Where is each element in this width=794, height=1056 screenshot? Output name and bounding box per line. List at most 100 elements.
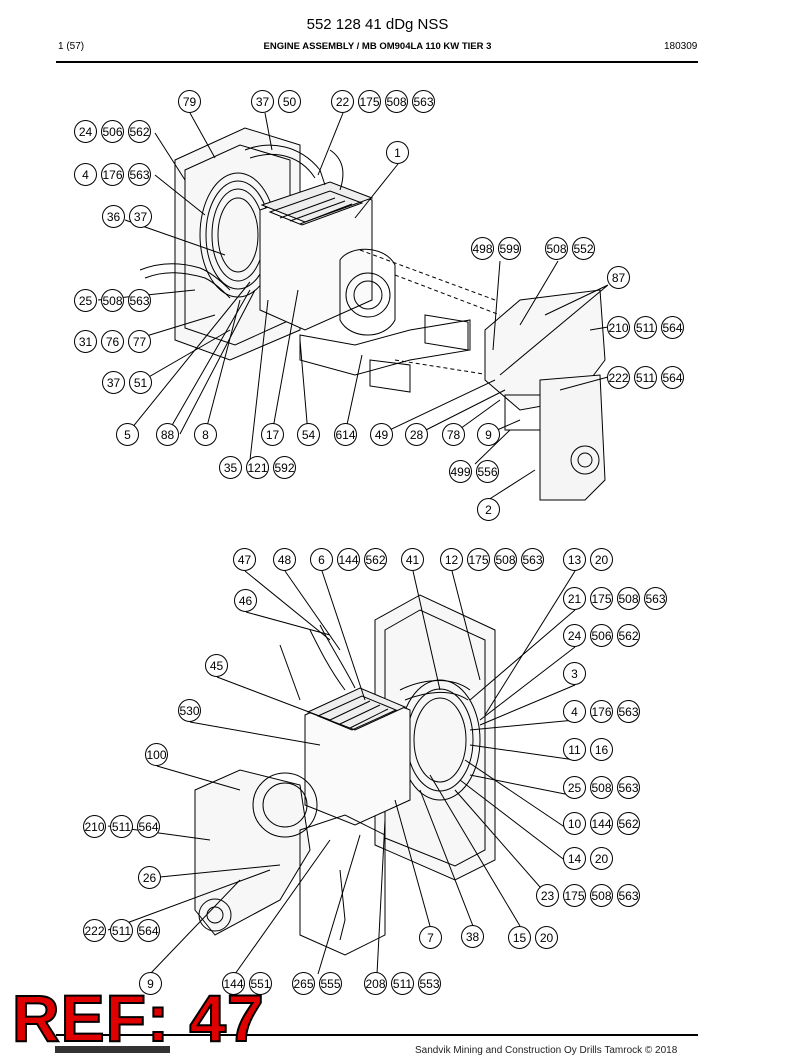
callout: 614 <box>334 423 357 446</box>
callout: 4 <box>563 700 586 723</box>
callout: 508 <box>617 587 640 610</box>
document-date: 180309 <box>664 41 698 52</box>
callout: 144 <box>222 972 245 995</box>
callout: 563 <box>521 548 544 571</box>
reference-stamp: REF: 47 <box>11 981 265 1055</box>
callout: 37 <box>129 205 152 228</box>
copyright-footer: Sandvik Mining and Construction Oy Drill… <box>415 1045 678 1056</box>
callout: 5 <box>116 423 139 446</box>
callout: 563 <box>617 776 640 799</box>
document-number: 552 128 41 dDg NSS <box>306 16 449 33</box>
callout: 26 <box>138 866 161 889</box>
callout: 208 <box>364 972 387 995</box>
callout: 17 <box>261 423 284 446</box>
callout: 100 <box>145 743 168 766</box>
header-rule <box>56 61 698 63</box>
callout: 564 <box>661 366 684 389</box>
callout: 20 <box>590 847 613 870</box>
callout: 28 <box>405 423 428 446</box>
callout: 23 <box>536 884 559 907</box>
callout: 11 <box>563 738 586 761</box>
callout: 563 <box>412 90 435 113</box>
callout: 599 <box>498 237 521 260</box>
callout: 22 <box>331 90 354 113</box>
callout: 51 <box>129 371 152 394</box>
callout: 563 <box>128 163 151 186</box>
callout: 2 <box>477 498 500 521</box>
callout: 530 <box>178 699 201 722</box>
callout: 36 <box>102 205 125 228</box>
callout: 24 <box>74 120 97 143</box>
callout: 555 <box>319 972 342 995</box>
callout: 556 <box>476 460 499 483</box>
callout: 77 <box>128 330 151 353</box>
callout: 562 <box>617 624 640 647</box>
callout: 45 <box>205 654 228 677</box>
callout: 562 <box>617 812 640 835</box>
callout: 13 <box>563 548 586 571</box>
callout: 144 <box>590 812 613 835</box>
callout: 35 <box>219 456 242 479</box>
callout: 15 <box>508 926 531 949</box>
callout: 76 <box>101 330 124 353</box>
callout: 175 <box>563 884 586 907</box>
callout: 4 <box>74 163 97 186</box>
callout: 47 <box>233 548 256 571</box>
callout: 210 <box>607 316 630 339</box>
callout: 175 <box>590 587 613 610</box>
callout: 9 <box>477 423 500 446</box>
callout: 508 <box>101 289 124 312</box>
callout: 16 <box>590 738 613 761</box>
brand-logo <box>55 1046 170 1053</box>
callout: 10 <box>563 812 586 835</box>
callout: 562 <box>128 120 151 143</box>
callout: 1 <box>386 141 409 164</box>
callout: 564 <box>137 919 160 942</box>
callout: 563 <box>617 884 640 907</box>
callout: 87 <box>607 266 630 289</box>
callout: 41 <box>401 548 424 571</box>
footer-rule <box>56 1034 698 1036</box>
page-title: ENGINE ASSEMBLY / MB OM904LA 110 KW TIER… <box>263 41 492 52</box>
callout: 562 <box>364 548 387 571</box>
callout: 506 <box>590 624 613 647</box>
callout: 553 <box>418 972 441 995</box>
callout: 6 <box>310 548 333 571</box>
callout: 210 <box>83 815 106 838</box>
callout: 564 <box>661 316 684 339</box>
callout: 78 <box>442 423 465 446</box>
callout: 563 <box>644 587 667 610</box>
callout: 508 <box>545 237 568 260</box>
callout: 37 <box>251 90 274 113</box>
callout: 9 <box>139 972 162 995</box>
callout: 592 <box>273 456 296 479</box>
callout: 552 <box>572 237 595 260</box>
callout: 499 <box>449 460 472 483</box>
callout: 24 <box>563 624 586 647</box>
callout: 20 <box>535 926 558 949</box>
callout: 38 <box>461 925 484 948</box>
callout: 551 <box>249 972 272 995</box>
callout: 506 <box>101 120 124 143</box>
callout: 511 <box>110 815 133 838</box>
callout: 508 <box>590 776 613 799</box>
callout: 21 <box>563 587 586 610</box>
callout: 563 <box>128 289 151 312</box>
callout: 498 <box>471 237 494 260</box>
callout: 144 <box>337 548 360 571</box>
callout: 8 <box>194 423 217 446</box>
callout: 265 <box>292 972 315 995</box>
callout: 563 <box>617 700 640 723</box>
callout: 176 <box>101 163 124 186</box>
callout: 49 <box>370 423 393 446</box>
callout: 508 <box>590 884 613 907</box>
callout: 511 <box>391 972 414 995</box>
callout: 222 <box>607 366 630 389</box>
callout: 88 <box>156 423 179 446</box>
callout: 7 <box>419 926 442 949</box>
callout: 79 <box>178 90 201 113</box>
callout: 3 <box>563 662 586 685</box>
callout: 511 <box>110 919 133 942</box>
